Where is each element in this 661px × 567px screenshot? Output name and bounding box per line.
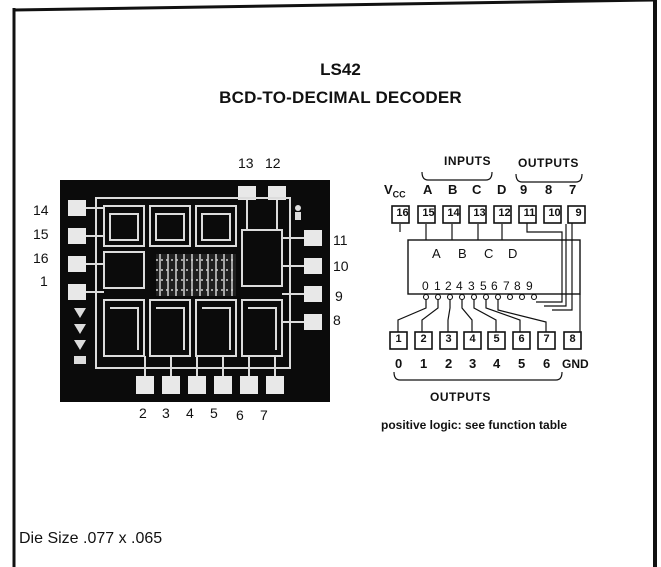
out-label-0: 0 (395, 356, 403, 371)
die-pin-2: 2 (139, 405, 147, 421)
box-output-0: 0 (422, 279, 429, 293)
out-label-2: 2 (445, 356, 453, 371)
pin-8: 8 (569, 333, 576, 345)
pin-12: 12 (498, 207, 511, 219)
box-output-4: 4 (456, 279, 463, 293)
die-pin-10: 10 (333, 258, 349, 274)
pin-11: 11 (523, 207, 536, 219)
pin-9: 9 (575, 207, 582, 219)
pinout-diagram (389, 171, 586, 381)
col-label-7: 7 (569, 182, 577, 197)
box-output-1: 1 (434, 279, 441, 293)
die-pin-8: 8 (333, 312, 341, 328)
box-output-6: 6 (491, 279, 498, 293)
outputs-bottom-label: OUTPUTS (430, 390, 491, 404)
die-pin-5: 5 (210, 405, 218, 421)
inputs-label: INPUTS (444, 154, 492, 168)
col-label-a: A (423, 182, 433, 197)
out-label-4: 4 (493, 356, 501, 371)
col-label-d: D (497, 182, 507, 197)
box-output-9: 9 (526, 279, 533, 293)
gnd-label: GND (562, 357, 589, 371)
pin-4: 4 (469, 333, 476, 345)
page-title: LS42 (320, 60, 361, 79)
die-pin-14: 14 (33, 202, 49, 218)
col-label-8: 8 (545, 182, 553, 197)
pin-10: 10 (548, 207, 561, 219)
die-pin-1: 1 (40, 273, 48, 289)
die-pin-12: 12 (265, 155, 281, 171)
die-pin-9: 9 (335, 288, 343, 304)
pin-14: 14 (447, 207, 460, 219)
pin-16: 16 (396, 207, 409, 219)
caption: positive logic: see function table (381, 418, 568, 432)
pin-1: 1 (395, 333, 402, 345)
vcc-label: VCC (384, 182, 406, 200)
pin-13: 13 (473, 207, 486, 219)
pin-3: 3 (445, 333, 452, 345)
box-output-7: 7 (503, 279, 510, 293)
box-input-d: D (508, 246, 518, 261)
die-pin-15: 15 (33, 226, 49, 242)
box-output-3: 3 (468, 279, 475, 293)
die-pin-16: 16 (33, 250, 49, 266)
page-subtitle: BCD-TO-DECIMAL DECODER (219, 88, 462, 107)
box-output-8: 8 (514, 279, 521, 293)
pin-7: 7 (543, 333, 550, 345)
out-label-1: 1 (420, 356, 428, 371)
die-size: Die Size .077 x .065 (19, 530, 163, 547)
box-output-2: 2 (445, 279, 452, 293)
box-input-a: A (432, 246, 441, 261)
box-input-c: C (484, 246, 494, 261)
die-pin-4: 4 (186, 405, 194, 421)
out-label-3: 3 (469, 356, 477, 371)
pin-6: 6 (518, 333, 525, 345)
box-output-5: 5 (480, 279, 487, 293)
out-label-6: 6 (543, 356, 551, 371)
out-label-5: 5 (518, 356, 526, 371)
pin-15: 15 (422, 207, 435, 219)
col-label-c: C (472, 182, 482, 197)
die-pin-3: 3 (162, 405, 170, 421)
die-photo (60, 180, 330, 402)
box-input-b: B (458, 246, 467, 261)
col-label-b: B (448, 182, 458, 197)
pin-2: 2 (420, 333, 427, 345)
die-pin-13: 13 (238, 155, 254, 171)
die-pin-6: 6 (236, 407, 244, 423)
die-pin-11: 11 (333, 232, 348, 248)
col-label-9: 9 (520, 182, 528, 197)
die-pin-7: 7 (260, 407, 268, 423)
pin-5: 5 (493, 333, 500, 345)
outputs-top-label: OUTPUTS (518, 156, 579, 170)
